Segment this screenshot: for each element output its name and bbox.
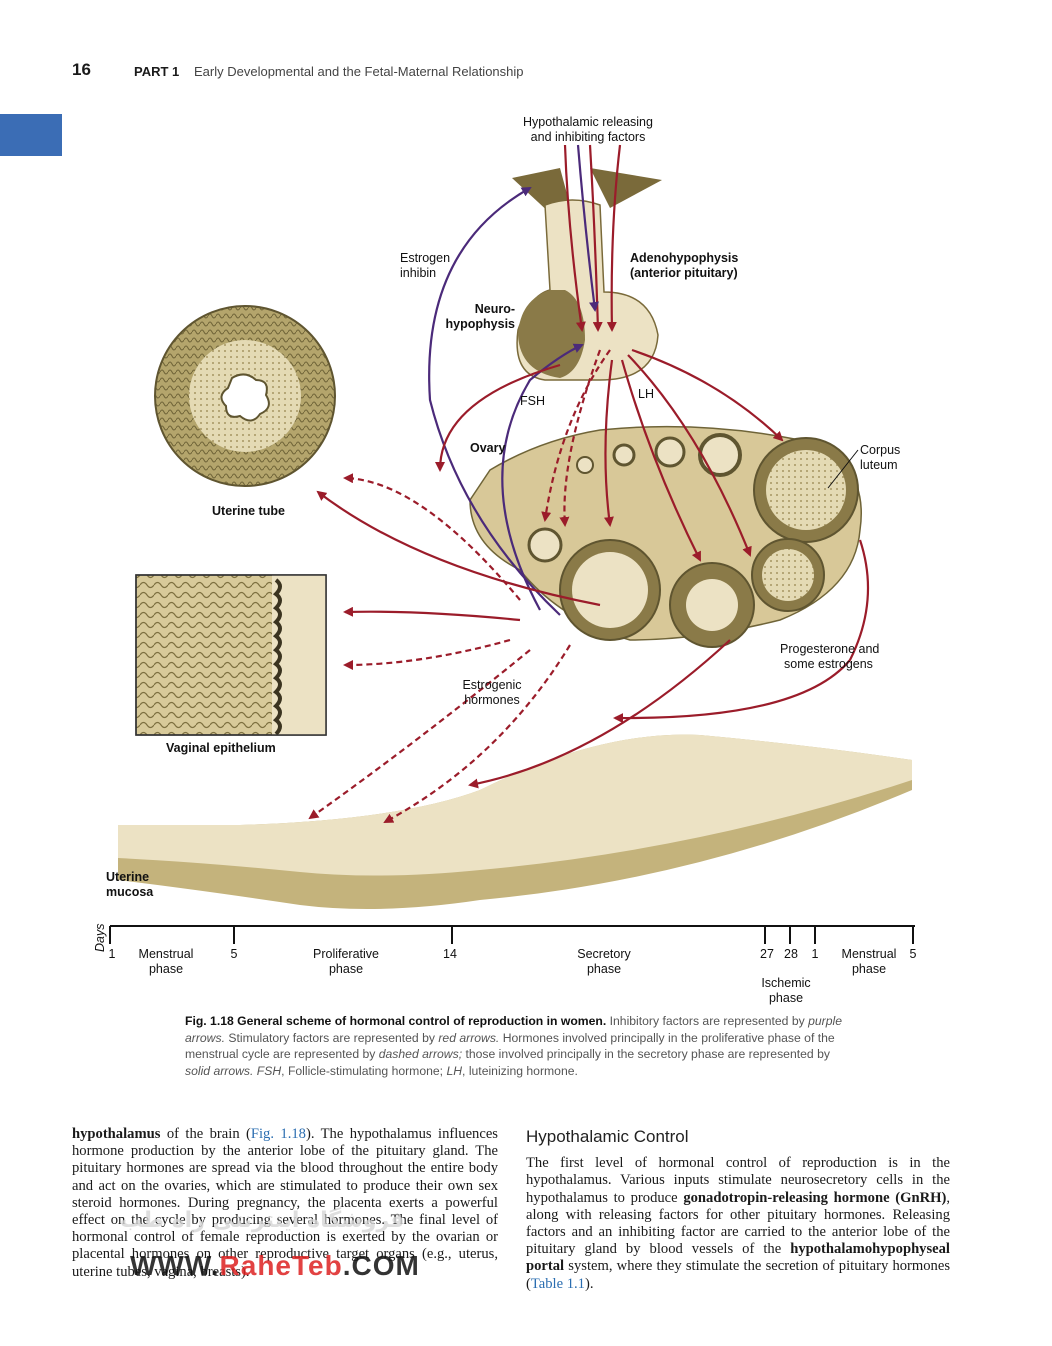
tick-28: 28 xyxy=(784,947,798,961)
part-label: PART 1 xyxy=(134,64,180,79)
label-progesterone-1: Progesterone and xyxy=(780,642,879,656)
tick-5b: 5 xyxy=(910,947,917,961)
label-adeno-1: Adenohypophysis xyxy=(630,251,738,265)
body-right-text-1: The first level of hormonal control of r… xyxy=(526,1155,950,1206)
label-corpus-1: Corpus xyxy=(860,443,900,457)
phase-ischemic-1: Ischemic xyxy=(761,976,810,990)
days-axis-label: Days xyxy=(93,924,107,952)
table-link[interactable]: Table 1.1 xyxy=(530,1275,585,1292)
tick-1: 1 xyxy=(109,947,116,961)
body-left-text-2: ). The hypothalamus influences hormone p… xyxy=(72,1126,498,1280)
caption-dashed: dashed arrows; xyxy=(378,1047,463,1061)
caption-text-6: , luteinizing hormone. xyxy=(462,1063,578,1078)
label-estrogenic-2: hormones xyxy=(464,693,520,707)
caption-title: General scheme of hormonal control of re… xyxy=(237,1014,607,1028)
label-progesterone-2: some estrogens xyxy=(784,657,873,671)
label-hypothalamic-2: and inhibiting factors xyxy=(531,130,646,144)
body-right-text-4: ). xyxy=(584,1275,594,1292)
running-title: Early Developmental and the Fetal-Matern… xyxy=(194,64,524,79)
hormone-arrows xyxy=(308,144,870,823)
phase-menstrual-a-1: Menstrual xyxy=(139,947,194,961)
label-neuro-1: Neuro- xyxy=(475,302,515,316)
phase-menstrual-a-2: phase xyxy=(149,962,183,976)
label-inhibin: inhibin xyxy=(400,266,436,280)
uterine-tube-illustration xyxy=(154,305,336,487)
tick-1b: 1 xyxy=(812,947,819,961)
caption-red: red arrows. xyxy=(438,1030,500,1045)
tick-27: 27 xyxy=(760,947,774,961)
watermark-persian: فروشگاه اینترنتی راه طب xyxy=(120,1208,405,1233)
phase-ischemic-2: phase xyxy=(769,991,803,1005)
cycle-timeline: Days 1 5 14 27 28 1 5 Menstrual phase Pr… xyxy=(93,924,917,1005)
uterine-mucosa-illustration xyxy=(118,734,912,909)
watermark-www: WWW. xyxy=(130,1250,220,1281)
term-hypothalamus: hypothalamus xyxy=(72,1126,161,1142)
label-adeno-2: (anterior pituitary) xyxy=(630,266,738,280)
ovary-illustration xyxy=(469,425,862,648)
term-gnrh: gonadotropin-releasing hormone (GnRH) xyxy=(683,1189,947,1206)
caption-label: Fig. 1.18 xyxy=(185,1014,234,1028)
label-lh: LH xyxy=(638,387,654,401)
caption-purple: purple arrows. xyxy=(185,1014,842,1045)
phase-secretory-2: phase xyxy=(587,962,621,976)
label-estrogen: Estrogen xyxy=(400,251,450,265)
watermark: WWW.RaheTeb.COM xyxy=(130,1250,420,1282)
vaginal-epithelium-illustration xyxy=(135,574,327,736)
phase-menstrual-b-1: Menstrual xyxy=(842,947,897,961)
body-left-column: hypothalamus of the brain (Fig. 1.18). T… xyxy=(72,1126,498,1281)
body-right-text-2: , along with releasing factors for other… xyxy=(526,1189,950,1258)
caption-text-3: Hormones involved principally in the pro… xyxy=(185,1030,835,1062)
watermark-com: .COM xyxy=(342,1250,420,1281)
fig-link[interactable]: Fig. 1.18 xyxy=(250,1126,306,1142)
term-portal: hypothalamohypophyseal portal xyxy=(526,1241,950,1275)
label-neuro-2: hypophysis xyxy=(446,317,516,331)
tick-5: 5 xyxy=(231,947,238,961)
figure-caption: Fig. 1.18 General scheme of hormonal con… xyxy=(185,1013,845,1079)
caption-text-5: , Follicle-stimulating hormone; xyxy=(281,1063,447,1078)
section-heading: Hypothalamic Control xyxy=(526,1127,689,1146)
label-mucosa-1: Uterine xyxy=(106,870,149,884)
caption-text-2: Stimulatory factors are represented by xyxy=(224,1030,439,1045)
body-right-text-3: system, where they stimulate the secreti… xyxy=(526,1258,950,1292)
phase-proliferative-2: phase xyxy=(329,962,363,976)
label-ovary: Ovary xyxy=(470,441,505,455)
label-fsh: FSH xyxy=(520,394,545,408)
page-number: 16 xyxy=(72,60,91,79)
caption-solid: solid arrows. xyxy=(185,1063,254,1078)
label-uterine-tube: Uterine tube xyxy=(212,504,285,518)
tick-14: 14 xyxy=(443,947,457,961)
hormonal-control-figure: Hypothalamic releasing and inhibiting fa… xyxy=(93,115,917,1005)
phase-proliferative-1: Proliferative xyxy=(313,947,379,961)
phase-secretory-1: Secretory xyxy=(577,947,631,961)
label-estrogenic-1: Estrogenic xyxy=(462,678,521,692)
body-left-text-1: of the brain ( xyxy=(160,1126,251,1142)
label-mucosa-2: mucosa xyxy=(106,885,154,899)
body-right-column: Hypothalamic Control The first level of … xyxy=(526,1128,950,1293)
caption-text-4: those involved principally in the secret… xyxy=(462,1047,830,1061)
caption-lh: LH xyxy=(446,1063,463,1078)
caption-text-1: Inhibitory factors are represented by xyxy=(606,1014,809,1028)
phase-menstrual-b-2: phase xyxy=(852,962,886,976)
label-vaginal: Vaginal epithelium xyxy=(166,741,276,755)
caption-fsh: FSH xyxy=(256,1063,282,1078)
label-hypothalamic-1: Hypothalamic releasing xyxy=(523,115,653,129)
watermark-brand: RaheTeb xyxy=(219,1250,343,1281)
chapter-tab xyxy=(0,114,62,156)
label-corpus-2: luteum xyxy=(860,458,898,472)
